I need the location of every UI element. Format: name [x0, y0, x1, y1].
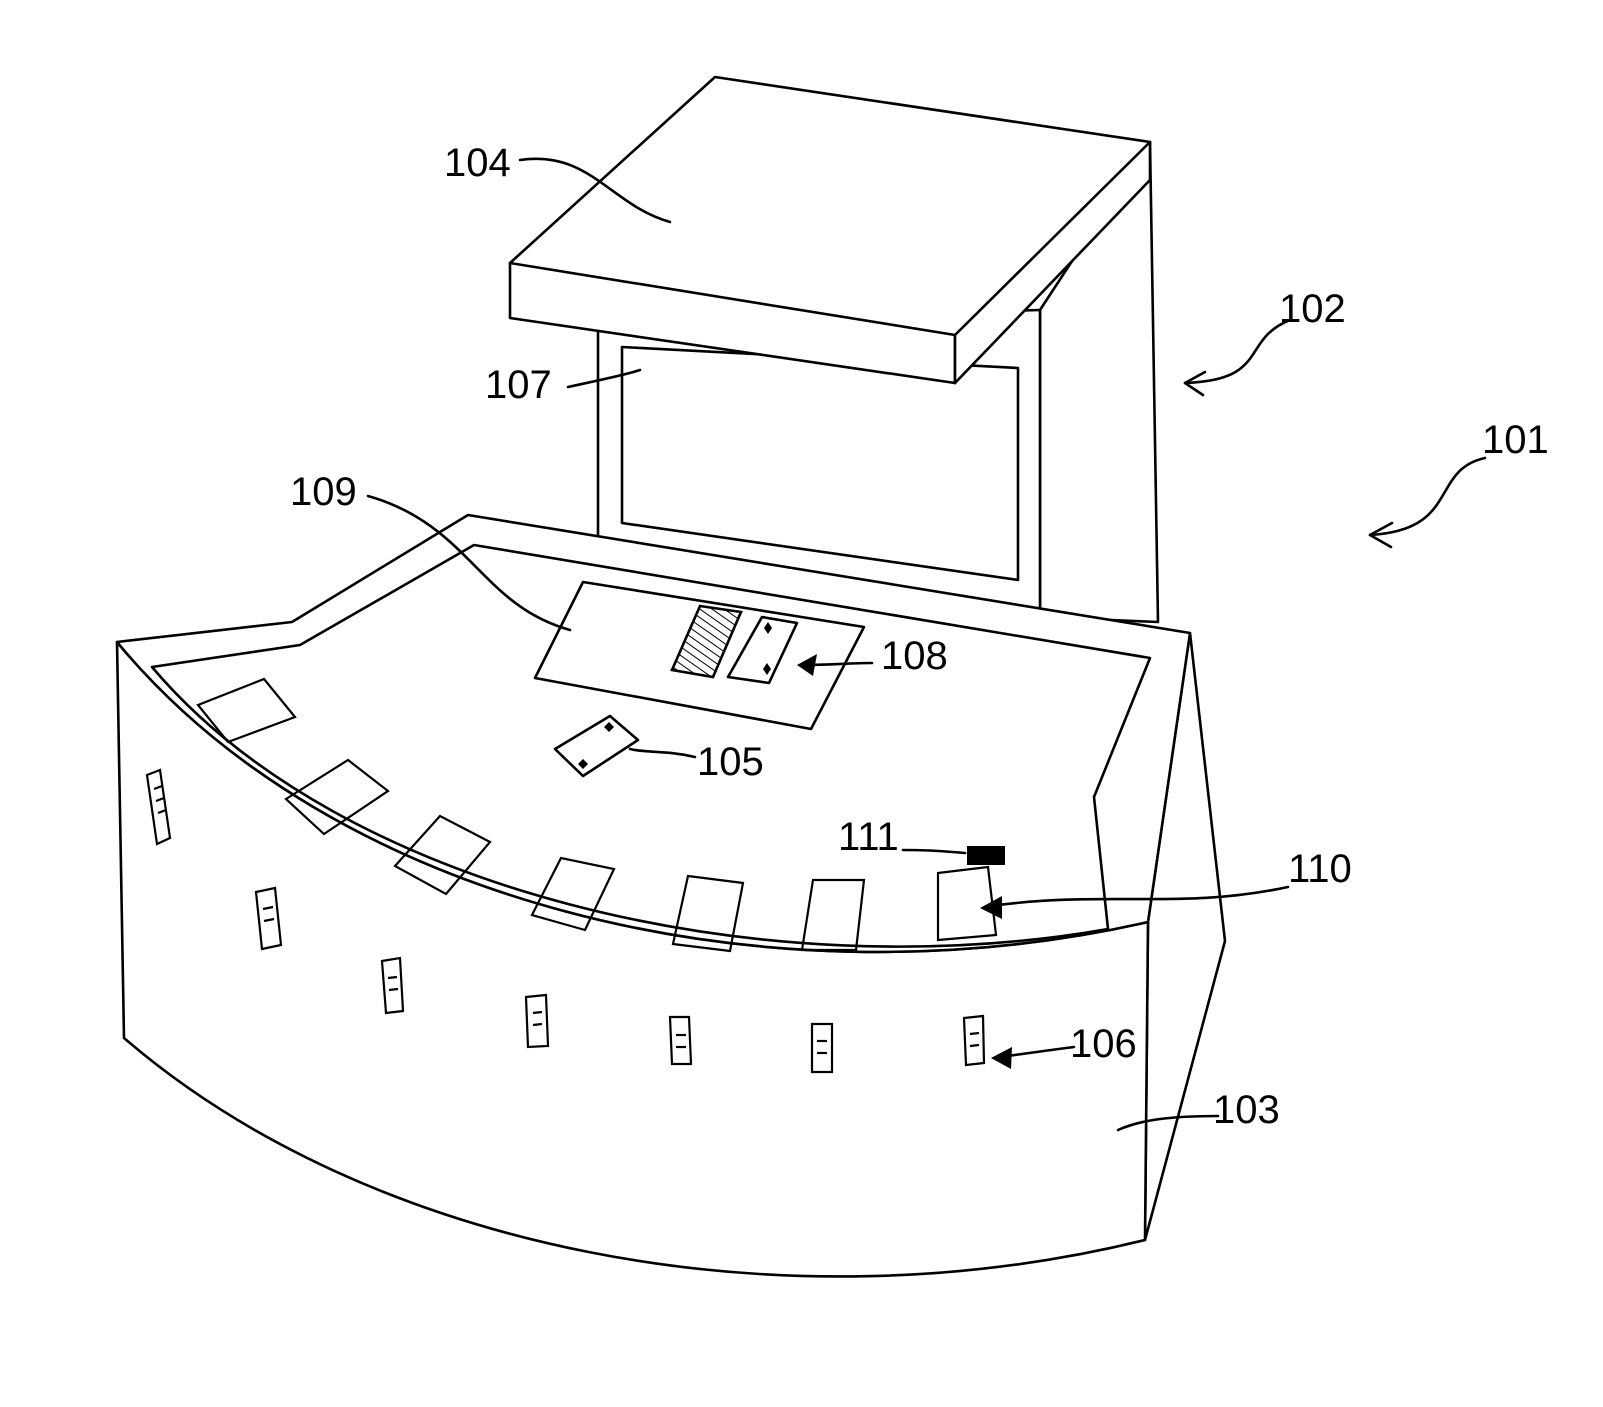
- label-108: 108: [881, 634, 948, 678]
- sensor-block: [967, 846, 1005, 865]
- label-107: 107: [485, 363, 552, 407]
- label-101: 101: [1482, 418, 1549, 462]
- label-111: 111: [838, 815, 899, 859]
- label-105: 105: [697, 740, 764, 784]
- label-110: 110: [1288, 847, 1352, 891]
- label-109: 109: [290, 470, 357, 514]
- label-104: 104: [444, 141, 511, 185]
- label-102: 102: [1279, 287, 1346, 331]
- gaming-table: [117, 515, 1225, 1276]
- label-106: 106: [1070, 1022, 1137, 1066]
- label-103: 103: [1213, 1088, 1280, 1132]
- leader-101: [1370, 458, 1485, 535]
